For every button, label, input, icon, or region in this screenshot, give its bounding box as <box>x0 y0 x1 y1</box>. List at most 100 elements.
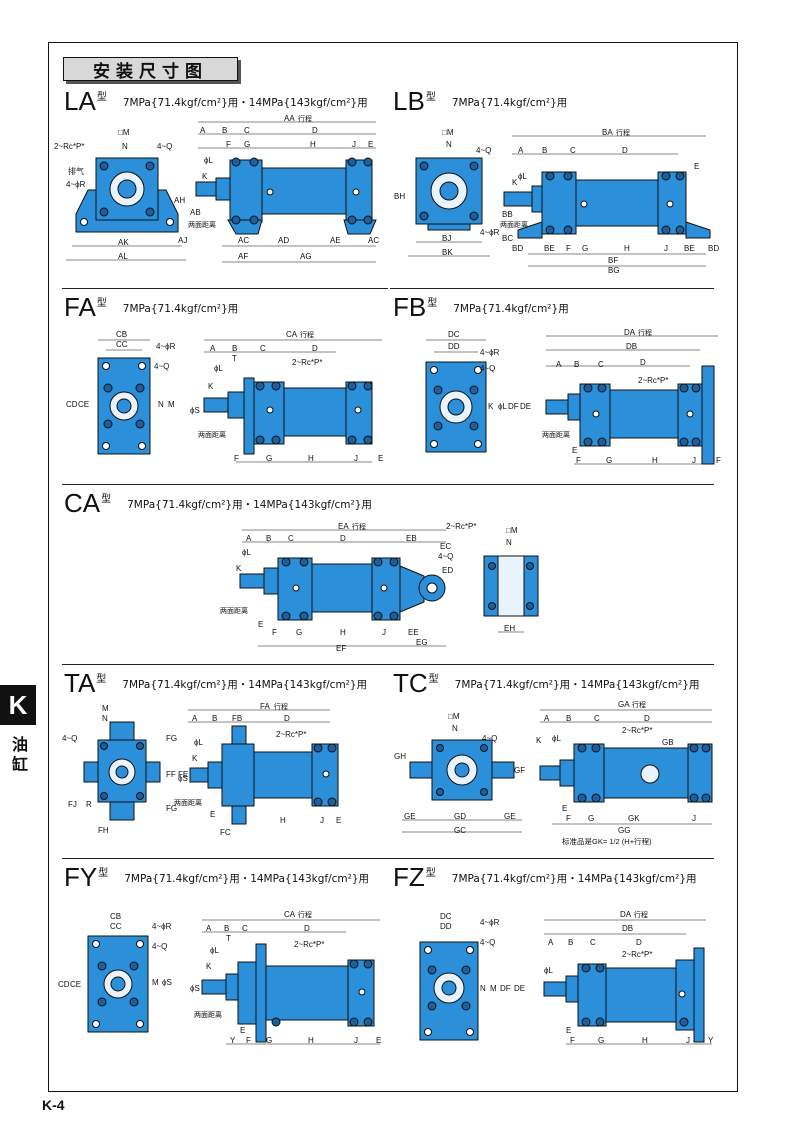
fz-label-e: E <box>566 1026 572 1035</box>
ca-label-stroke: 行程 <box>352 524 366 531</box>
fa-label-b: B <box>232 344 238 353</box>
fb-label-da: DA <box>624 328 636 337</box>
page-number: K-4 <box>42 1097 65 1113</box>
lb-label-r: 4~ϕR <box>480 228 500 237</box>
lb-label-ba: BA <box>602 128 613 137</box>
lb-label-e: E <box>694 162 700 171</box>
fy-label-g: G <box>266 1036 273 1045</box>
fa-label-stroke: 行程 <box>300 332 314 339</box>
fa-label-e: E <box>378 454 384 463</box>
ca-label-a: A <box>246 534 252 543</box>
fy-label-t: T <box>226 934 231 943</box>
chapter-tab: K <box>0 685 36 725</box>
fz-side-view: DA 行程 DB A B C D 2~Rc*P* ϕL E F G H J Y <box>536 906 728 1052</box>
fb-label-dc: DC <box>448 330 460 339</box>
fz-label-port: 2~Rc*P* <box>622 950 653 959</box>
la-label-exhaust: 排气 <box>68 167 84 176</box>
fy-label-l: ϕL <box>210 946 219 955</box>
fy-label-r: 4~ϕR <box>152 922 172 931</box>
fb-label-f: F <box>576 456 581 465</box>
lb-label-be2: BE <box>684 244 695 253</box>
tc-label-g: G <box>588 814 595 823</box>
ta-label-j: J <box>320 816 324 825</box>
lb-label-c: C <box>570 146 576 155</box>
fb-label-d: D <box>640 358 646 367</box>
la-label-aj: AJ <box>178 236 188 245</box>
la-label-n: N <box>122 142 128 151</box>
ta-label-n: N <box>102 714 108 723</box>
section-divider <box>62 664 714 665</box>
fb-label-r: 4~ϕR <box>480 348 500 357</box>
lb-label-d: D <box>622 146 628 155</box>
la-label-a: A <box>200 126 206 135</box>
lb-label-q: 4~Q <box>476 146 492 155</box>
fa-front-view: CB CC 4~ϕR 4~Q CD CE N M <box>62 328 190 470</box>
la-label-c: C <box>244 126 250 135</box>
lb-label-be: BE <box>544 244 555 253</box>
section-suffix: 型 <box>96 92 107 103</box>
lb-label-bg: BG <box>608 266 620 275</box>
lb-label-l: ϕL <box>518 172 527 181</box>
section-code: TA <box>64 668 96 698</box>
tc-front-view: □M N 4~Q GH GF GE GD GE GC <box>392 700 532 850</box>
fz-label-stroke: 行程 <box>634 912 648 919</box>
ca-label-k: K <box>236 564 242 573</box>
ta-label-fc: FC <box>220 828 231 837</box>
section-code: FY <box>64 862 98 892</box>
la-label-ab: AB <box>190 208 201 217</box>
la-label-ad: AD <box>278 236 290 245</box>
la-label-ak: AK <box>118 238 129 247</box>
tc-label-c: C <box>594 714 600 723</box>
tc-label-e: E <box>562 804 568 813</box>
la-label-stroke: 行程 <box>298 116 312 123</box>
tc-label-gb: GB <box>662 738 674 747</box>
fb-label-stroke: 行程 <box>638 330 652 337</box>
ta-label-port: 2~Rc*P* <box>276 730 307 739</box>
fb-label-port: 2~Rc*P* <box>638 376 669 385</box>
fz-label-h: H <box>642 1036 648 1045</box>
fz-label-a: A <box>548 938 554 947</box>
section-divider <box>62 858 714 859</box>
section-header-fy: FY 型 7MPa{71.4kgf/cm²}用・14MPa{143kgf/cm²… <box>64 864 369 890</box>
fy-label-k: K <box>206 962 212 971</box>
fy-label-ca: CA <box>284 910 296 919</box>
fa-label-r: 4~ϕR <box>156 342 176 351</box>
ta-label-s: ϕS <box>178 774 188 783</box>
section-suffix: 型 <box>96 674 107 685</box>
la-label-l: ϕL <box>204 156 213 165</box>
fz-label-m: M <box>490 984 497 993</box>
lb-label-bk: BK <box>442 248 453 257</box>
section-pressure: 7MPa{71.4kgf/cm²}用 <box>122 303 239 315</box>
ta-label-e2: E <box>336 816 342 825</box>
ca-label-port: 2~Rc*P* <box>446 522 477 531</box>
fz-label-dc: DC <box>440 912 452 921</box>
ta-label-m: M <box>102 704 109 713</box>
ta-side-view: FA 行程 A B FB D 2~Rc*P* ϕL K ϕS 两面距离 E H … <box>174 698 390 846</box>
la-label-af: AF <box>238 252 249 261</box>
lb-label-a: A <box>518 146 524 155</box>
section-pressure: 7MPa{71.4kgf/cm²}用・14MPa{143kgf/cm²}用 <box>127 499 372 511</box>
tc-label-port: 2~Rc*P* <box>622 726 653 735</box>
tc-label-m: □M <box>448 712 460 721</box>
tc-label-b: B <box>566 714 572 723</box>
tc-label-k: K <box>536 736 542 745</box>
ca-label-eg: EG <box>416 638 428 647</box>
ca-label-b: B <box>266 534 272 543</box>
fa-label-t: T <box>232 354 237 363</box>
ta-label-b: B <box>212 714 218 723</box>
fa-label-cc: CC <box>116 340 128 349</box>
ca-side-view: EA 行程 A B C D EB EC 2~Rc*P* 4~Q ED ϕL K … <box>218 520 482 656</box>
section-code: TC <box>393 668 428 698</box>
la-label-b: B <box>222 126 228 135</box>
ta-label-r: R <box>86 800 92 809</box>
fb-front-view: DC DD 4~ϕR 4~Q K ϕL DF DE <box>404 328 538 470</box>
fy-label-cb: CB <box>110 912 122 921</box>
tc-label-ge2: GE <box>504 812 516 821</box>
section-code: FA <box>64 292 96 322</box>
fb-label-flats: 两面距离 <box>542 432 570 439</box>
fy-label-c: C <box>242 924 248 933</box>
fa-label-d: D <box>312 344 318 353</box>
fa-label-l: ϕL <box>214 364 223 373</box>
fb-label-f2: F <box>716 456 721 465</box>
section-suffix: 型 <box>98 868 109 879</box>
